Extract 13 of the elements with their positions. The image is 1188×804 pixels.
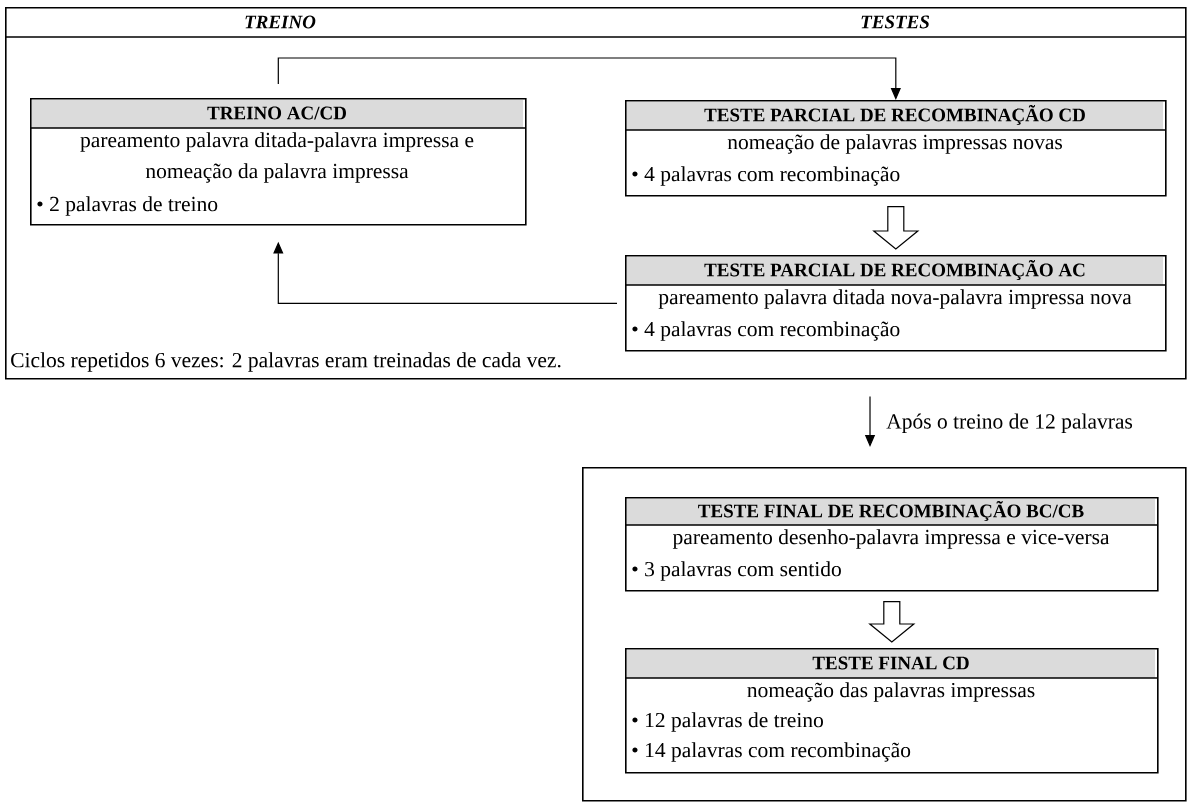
step-box: TESTE FINAL CD nomeação das palavras impressas • 12 palavras de treino • 14 palavras com recombinação — [624, 648, 1159, 774]
hollow-arrow — [872, 206, 920, 250]
hollow-arrow — [868, 601, 916, 643]
arrow — [277, 57, 901, 100]
column-heading: TESTES — [861, 15, 930, 29]
step-box: TESTE FINAL DE RECOMBINAÇÃO BC/CB pareamento desenho-palavra impressa e vice-versa • 3 palavras com sentido — [624, 497, 1159, 592]
column-heading: TREINO — [245, 15, 316, 29]
step-box: TREINO AC/CD pareamento palavra ditada-palavra impressa e nomeação da palavra impressa • 2 palavras de treino — [29, 98, 527, 226]
note: Ciclos repetidos 6 vezes: 2 palavras eram treinadas de cada vez. — [11, 352, 561, 372]
panel-box — [582, 467, 1187, 802]
step-box: TESTE PARCIAL DE RECOMBINAÇÃO CD nomeação de palavras impressas novas • 4 palavras com recombinação — [624, 100, 1167, 197]
step-box: TESTE PARCIAL DE RECOMBINAÇÃO AC pareamento palavra ditada nova-palavra impressa nova • 4 palavras com recombinação — [624, 255, 1167, 352]
edge-label: Após o treino de 12 palavras — [886, 413, 1133, 434]
